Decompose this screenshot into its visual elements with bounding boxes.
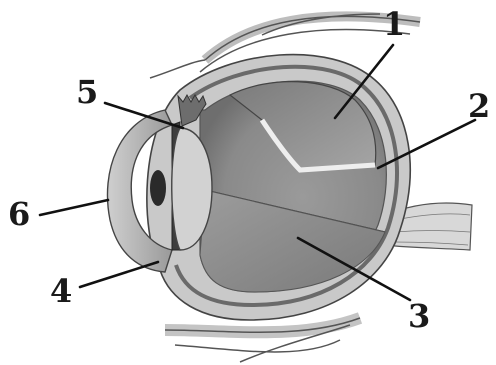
pupil: [150, 170, 166, 206]
label-5: 5: [76, 76, 98, 108]
label-2: 2: [468, 90, 490, 122]
label-4: 4: [50, 275, 72, 307]
leader-line-6: [40, 200, 108, 215]
label-1: 1: [383, 8, 405, 40]
leader-line-4: [80, 262, 158, 287]
label-6: 6: [8, 198, 30, 230]
lower-muscle-bands: [165, 318, 360, 362]
label-3: 3: [408, 300, 430, 332]
